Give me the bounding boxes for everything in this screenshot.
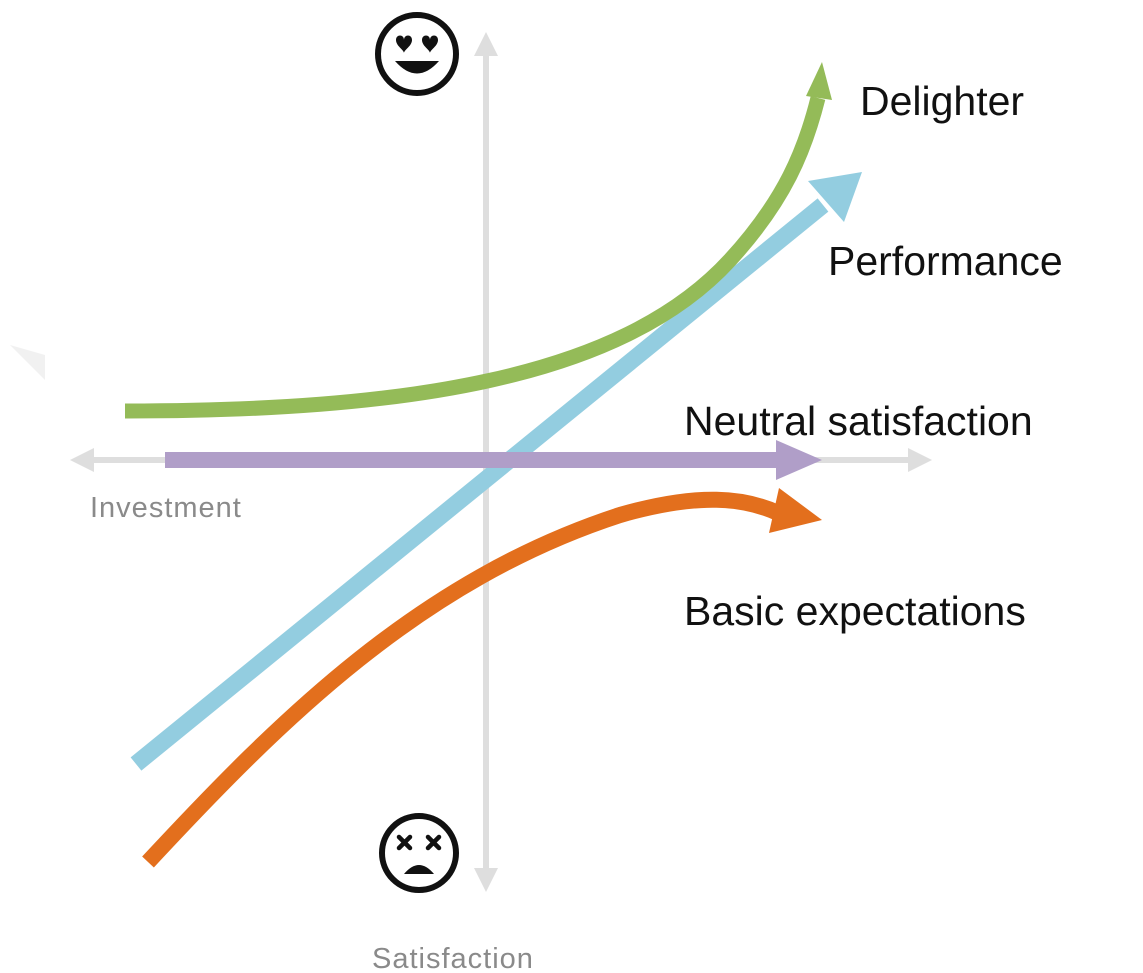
basic-label: Basic expectations xyxy=(684,588,1026,634)
neutral-label: Neutral satisfaction xyxy=(684,398,1033,444)
delighter-curve xyxy=(124,62,832,419)
edge-artifact xyxy=(10,345,45,380)
basic-arrowhead xyxy=(769,488,822,533)
satisfaction-axis-label: Satisfaction xyxy=(372,943,534,973)
dizzy-face-icon xyxy=(379,813,459,893)
performance-curve xyxy=(130,172,862,771)
performance-arrowhead xyxy=(808,172,862,222)
delighter-label: Delighter xyxy=(860,78,1024,124)
investment-axis-label: Investment xyxy=(90,492,242,524)
neutral-curve xyxy=(165,440,822,480)
basic-curve xyxy=(142,488,822,868)
performance-label: Performance xyxy=(828,238,1063,284)
heart-eyes-face-icon xyxy=(375,12,459,96)
neutral-arrowhead xyxy=(776,440,822,480)
delighter-arrowhead xyxy=(806,62,832,100)
